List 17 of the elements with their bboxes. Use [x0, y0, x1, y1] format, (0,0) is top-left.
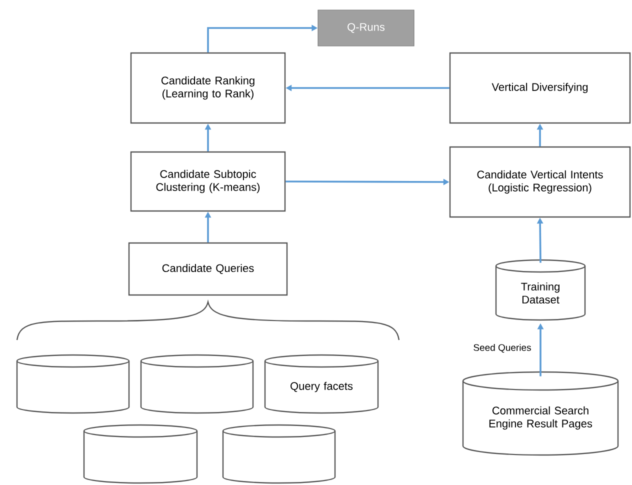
edge-label: Seed Queries: [472, 342, 532, 354]
process-box: Vertical Diversifying: [449, 52, 631, 124]
database-cylinder: Commercial Search Engine Result Pages: [462, 371, 619, 456]
node-label: Query facets: [290, 382, 353, 392]
process-box: Candidate Subtopic Clustering (K-means): [130, 151, 286, 212]
process-box: Candidate Queries: [128, 242, 288, 296]
database-cylinder: [140, 354, 254, 414]
node-label: Commercial Search Engine Result Pages: [489, 406, 592, 430]
process-box: Candidate Ranking (Learning to Rank): [130, 52, 286, 124]
database-cylinder: Training Dataset: [495, 259, 586, 321]
output-box: Q-Runs: [318, 10, 414, 46]
database-cylinder: [222, 424, 336, 484]
database-cylinder: Query facets: [264, 354, 379, 414]
process-box: Candidate Vertical Intents (Logistic Regression): [449, 146, 631, 218]
database-cylinder: [83, 424, 198, 484]
database-cylinder: [16, 354, 130, 414]
node-label: Training Dataset: [521, 282, 560, 304]
